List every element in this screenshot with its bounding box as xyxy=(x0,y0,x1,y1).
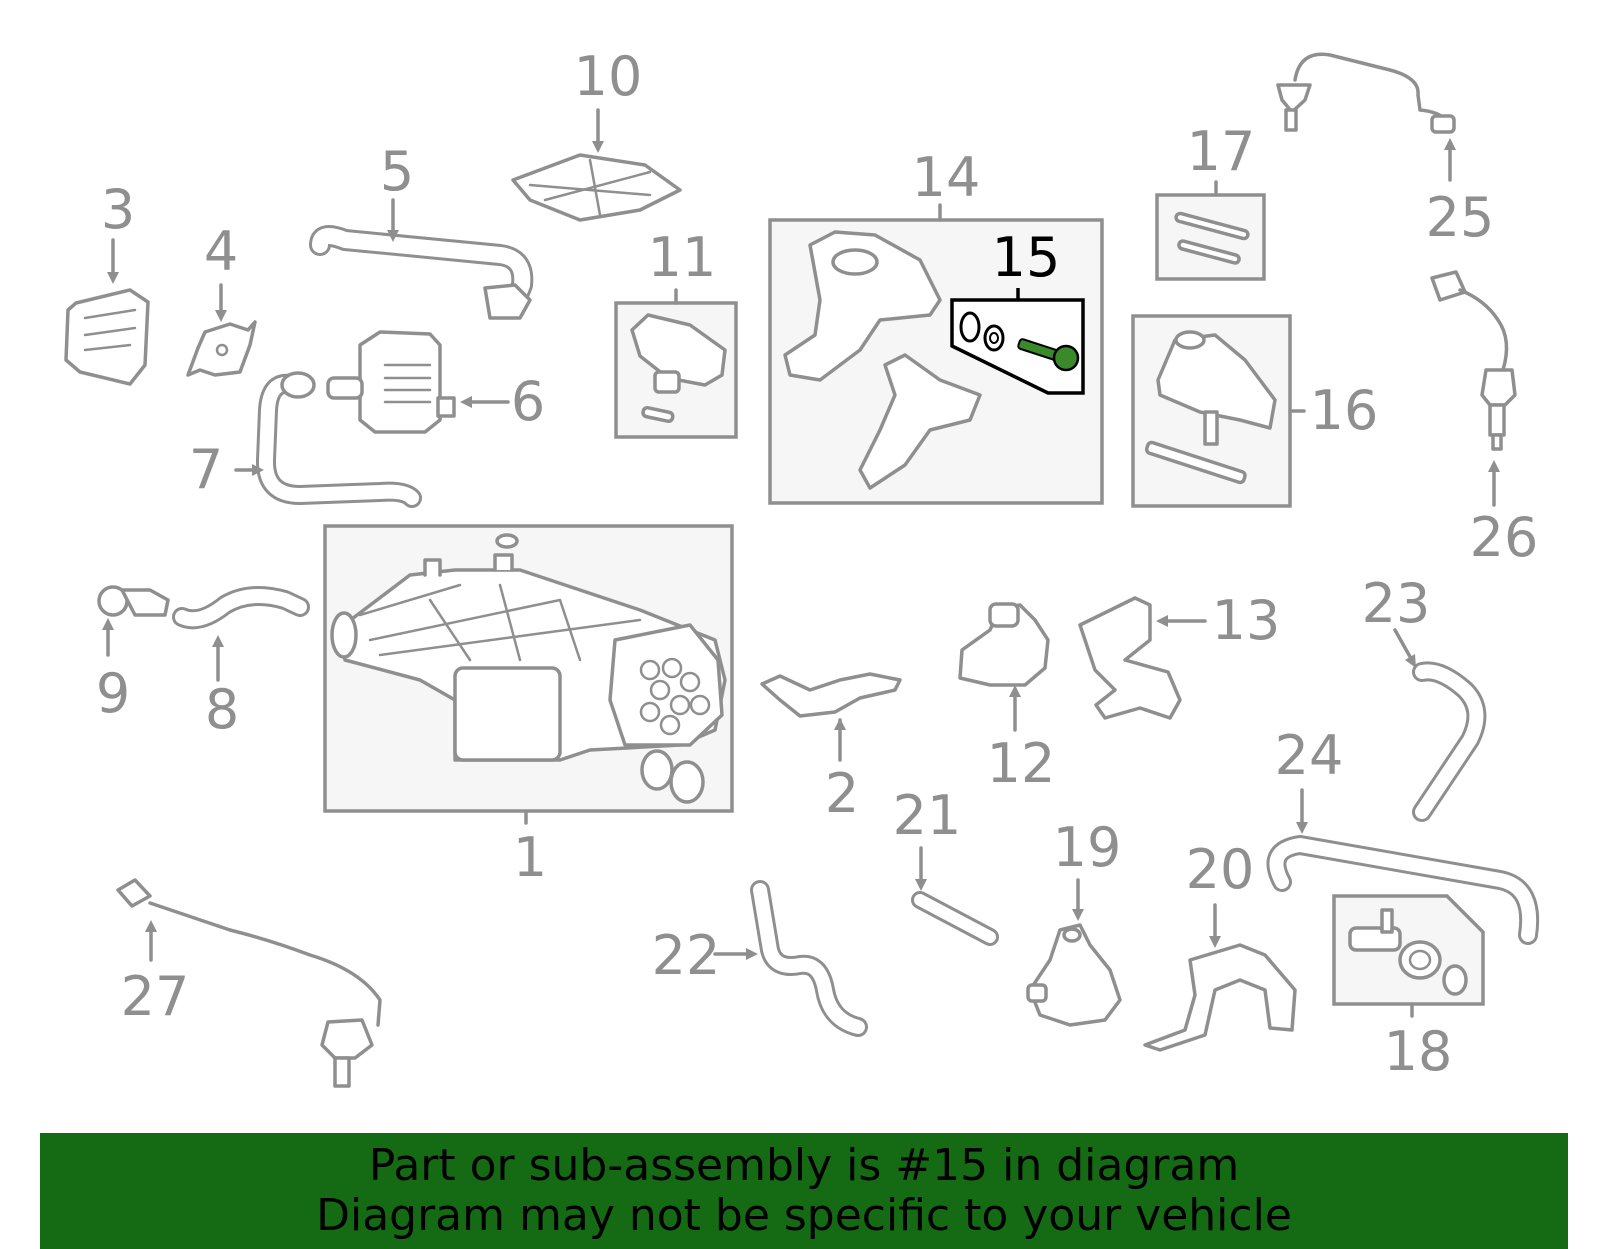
part-label-10: 10 xyxy=(574,45,643,108)
part-14-housing[interactable] xyxy=(783,230,982,490)
part-label-5: 5 xyxy=(380,140,414,203)
part-10-filter[interactable] xyxy=(511,153,682,222)
part-label-3: 3 xyxy=(101,178,135,241)
part-label-20: 20 xyxy=(1186,838,1255,901)
part-label-14: 14 xyxy=(912,146,981,209)
part-17-gaskets[interactable] xyxy=(1174,211,1250,265)
part-16-module[interactable] xyxy=(1144,330,1277,485)
part-12-valve[interactable] xyxy=(958,602,1050,687)
part-2-bracket[interactable] xyxy=(760,672,902,718)
part-label-8: 8 xyxy=(205,678,239,741)
part-label-16: 16 xyxy=(1310,379,1379,442)
part-label-9: 9 xyxy=(96,662,130,725)
part-25-o2-sensor[interactable] xyxy=(1276,52,1456,134)
part-label-4: 4 xyxy=(204,220,238,283)
info-banner: Part or sub-assembly is #15 in diagram D… xyxy=(40,1133,1568,1249)
part-label-24: 24 xyxy=(1275,724,1344,787)
part-11-sensor[interactable] xyxy=(630,313,727,424)
part-label-13: 13 xyxy=(1212,589,1281,652)
part-label-17: 17 xyxy=(1187,120,1256,183)
part-19-valve[interactable] xyxy=(1026,923,1122,1027)
part-label-2: 2 xyxy=(825,762,859,825)
banner-line-2: Diagram may not be specific to your vehi… xyxy=(316,1190,1292,1241)
part-20-bracket[interactable] xyxy=(1143,943,1297,1052)
part-label-21: 21 xyxy=(893,784,962,847)
part-label-12: 12 xyxy=(987,732,1056,795)
part-15-bolt-seals[interactable] xyxy=(959,311,1080,372)
part-label-6: 6 xyxy=(511,370,545,433)
part-26-o2-sensor[interactable] xyxy=(1430,270,1517,451)
part-label-23: 23 xyxy=(1362,572,1431,635)
part-label-15: 15 xyxy=(992,226,1061,289)
part-label-25: 25 xyxy=(1426,186,1495,249)
part-3-bracket[interactable] xyxy=(64,288,150,386)
part-label-7: 7 xyxy=(189,438,223,501)
part-9-connector[interactable] xyxy=(97,585,170,617)
part-label-22: 22 xyxy=(652,924,721,987)
part-4-bracket[interactable] xyxy=(186,320,257,377)
part-18-connector[interactable] xyxy=(1348,908,1468,996)
part-label-26: 26 xyxy=(1470,506,1539,569)
part-13-bracket[interactable] xyxy=(1078,596,1182,720)
part-6-valve[interactable] xyxy=(326,330,456,434)
part-1-canister[interactable] xyxy=(330,533,727,804)
part-27-o2-sensor[interactable] xyxy=(116,878,382,1088)
part-label-11: 11 xyxy=(648,226,717,289)
part-label-19: 19 xyxy=(1053,816,1122,879)
banner-line-1: Part or sub-assembly is #15 in diagram xyxy=(368,1140,1240,1191)
part-label-18: 18 xyxy=(1384,1020,1453,1083)
part-label-27: 27 xyxy=(121,965,190,1028)
part-label-1: 1 xyxy=(513,826,547,889)
